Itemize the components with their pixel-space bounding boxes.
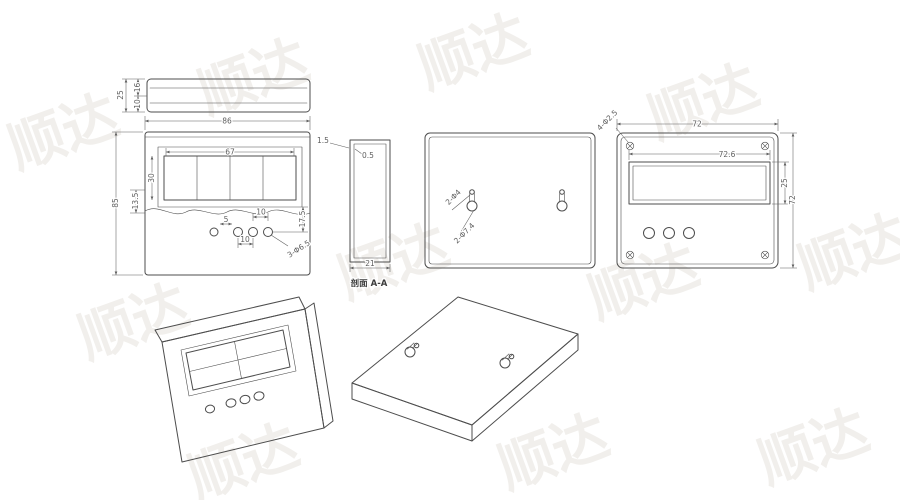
label-button-holes: 3-Φ6.5 — [286, 238, 312, 259]
iso-top-face — [154, 296, 306, 343]
watermark-text: 顺达 — [0, 83, 127, 182]
watermark-text: 顺达 — [490, 403, 617, 500]
button-hole — [204, 404, 216, 414]
dim-side-inner-width: 72.6 — [719, 150, 736, 159]
keyhole-slot — [499, 353, 515, 369]
dim-side-width: 72 — [692, 120, 702, 129]
button-hole — [225, 398, 237, 408]
iso-right-face — [304, 302, 334, 429]
dim-depth: 21 — [365, 259, 375, 268]
dim-side-height: 72 — [788, 195, 797, 205]
dim-button-pitch: 10 — [256, 208, 266, 217]
dim-lip: 1.5 — [317, 136, 329, 145]
section-view: 0.5 21 剖面 A-A — [349, 139, 391, 290]
dim-button-spacing: 10 — [240, 235, 250, 244]
button-hole — [248, 227, 258, 237]
iso-cover-left-face — [351, 382, 473, 442]
watermark-text: 顺达 — [180, 413, 307, 500]
dim-front-offset: 13.5 — [131, 192, 140, 209]
button-hole — [683, 227, 695, 239]
watermark-text: 顺达 — [330, 213, 457, 312]
top-view-outline — [146, 78, 311, 113]
keyhole-slot — [556, 189, 568, 212]
label-corner-holes: 4-Φ2.5 — [595, 108, 619, 132]
dim-button-drop: 17.5 — [298, 210, 307, 227]
iso-display-bezel — [180, 324, 297, 397]
front-view-outline — [144, 131, 311, 276]
dim-front-width: 86 — [222, 117, 232, 126]
iso-cover-right-face — [471, 333, 579, 442]
watermark-text: 顺达 — [640, 53, 767, 152]
iso-back-view — [351, 296, 579, 442]
dim-top-total: 25 — [116, 90, 125, 100]
label-keyholes: 2-Φ7.4 — [452, 221, 476, 245]
dim-button-gap: 5 — [224, 215, 229, 224]
top-view: 25 16 10 — [115, 78, 311, 113]
dim-front-height: 85 — [111, 198, 120, 208]
watermark-text: 顺达 — [410, 3, 537, 102]
break-line — [144, 208, 311, 215]
corner-screw — [625, 141, 635, 151]
display-window-bezel — [157, 146, 303, 208]
dim-top-lower: 10 — [133, 99, 142, 109]
dim-window-height: 30 — [147, 173, 156, 183]
back-view: 2-Φ4 2-Φ7.4 — [424, 132, 596, 269]
dim-window-width: 67 — [225, 148, 235, 157]
iso-front-view — [154, 296, 334, 463]
corner-screw — [760, 250, 770, 260]
back-view-outline — [424, 132, 596, 269]
corner-screw — [625, 250, 635, 260]
button-hole — [663, 227, 675, 239]
watermark-text: 顺达 — [790, 203, 900, 302]
label-screw-holes: 2-Φ4 — [444, 187, 463, 206]
button-hole — [643, 227, 655, 239]
button-hole — [209, 227, 219, 237]
watermark-text: 顺达 — [750, 398, 877, 497]
button-hole — [263, 227, 273, 237]
iso-cover-top-face — [351, 296, 579, 426]
button-hole — [239, 394, 251, 405]
dim-side-window-height: 25 — [780, 178, 789, 188]
front-view: 86 85 67 30 13.5 1.5 5 10 17.5 10 — [110, 115, 350, 276]
dim-wall: 0.5 — [362, 151, 374, 160]
dim-top-upper: 16 — [133, 83, 142, 93]
watermark-layer: 顺达 顺达 顺达 顺达 顺达 顺达 顺达 顺达 顺达 顺达 顺达 — [0, 3, 900, 500]
side-view-outline — [616, 132, 779, 269]
button-hole — [233, 227, 243, 237]
corner-screw — [760, 141, 770, 151]
iso-display-window — [185, 329, 291, 391]
watermark-text: 顺达 — [70, 273, 197, 372]
display-window — [628, 161, 771, 205]
watermark-text: 顺达 — [580, 233, 707, 332]
section-inner-wall — [353, 143, 387, 259]
button-hole — [253, 391, 265, 401]
section-outline — [349, 139, 391, 263]
keyhole-slot — [466, 189, 478, 212]
keyhole-slot — [404, 342, 420, 358]
section-caption: 剖面 A-A — [351, 278, 388, 289]
